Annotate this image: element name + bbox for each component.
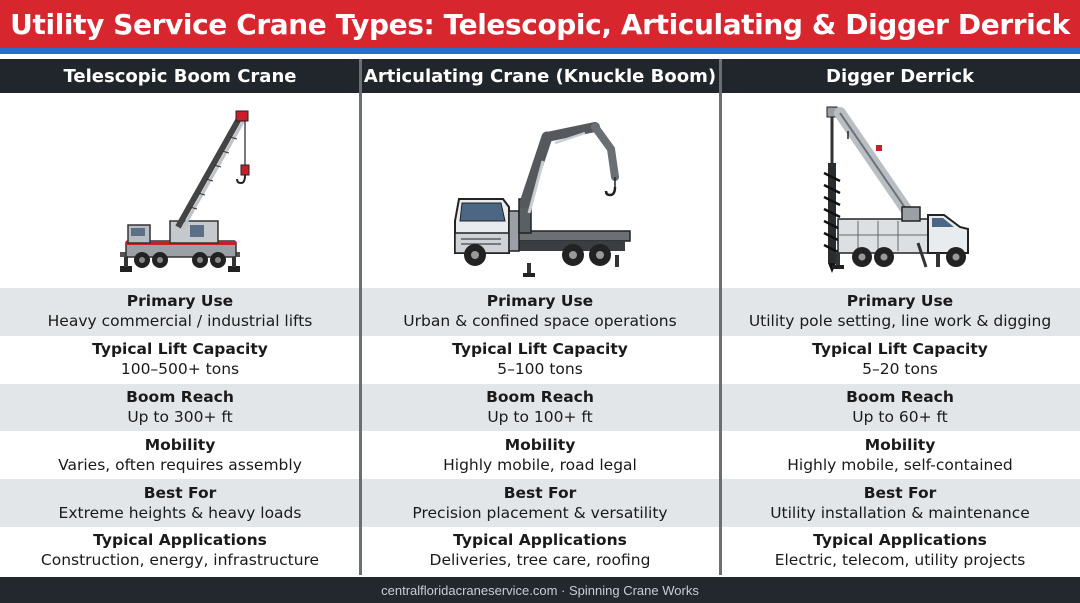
row-label: Best For — [863, 483, 937, 502]
row-label: Boom Reach — [846, 387, 954, 406]
row-label: Boom Reach — [126, 387, 234, 406]
row-label: Primary Use — [486, 292, 594, 311]
row-primary-use: Primary Use Heavy commercial / industria… — [0, 288, 360, 336]
row-label: Best For — [503, 483, 577, 502]
row-primary-use: Primary Use Utility pole setting, line w… — [720, 288, 1080, 336]
row-mobility: Mobility Highly mobile, self-contained — [720, 431, 1080, 480]
row-label: Typical Applications — [453, 531, 627, 550]
row-value: Electric, telecom, utility projects — [774, 551, 1026, 570]
column-heading: Telescopic Boom Crane — [0, 59, 360, 93]
row-best-for: Best For Utility installation & maintena… — [720, 479, 1080, 527]
row-value: Highly mobile, self-contained — [787, 455, 1013, 474]
column-heading: Articulating Crane (Knuckle Boom) — [360, 59, 720, 93]
row-value: Heavy commercial / industrial lifts — [47, 312, 313, 331]
row-lift-capacity: Typical Lift Capacity 100–500+ tons — [0, 335, 360, 384]
row-label: Typical Lift Capacity — [452, 340, 628, 359]
row-value: Construction, energy, infrastructure — [40, 551, 320, 570]
row-value: 100–500+ tons — [120, 360, 240, 379]
column-divider — [719, 59, 722, 575]
row-lift-capacity: Typical Lift Capacity 5–100 tons — [360, 335, 720, 384]
telescopic-crane-icon — [0, 93, 360, 288]
row-label: Typical Lift Capacity — [812, 340, 988, 359]
footer-credit: centralfloridacraneservice.com · Spinnin… — [0, 577, 1080, 603]
title-spacer — [0, 54, 1080, 59]
row-value: Utility installation & maintenance — [770, 503, 1030, 522]
digger-derrick-truck-icon — [720, 93, 1080, 288]
row-label: Best For — [143, 483, 217, 502]
row-label: Primary Use — [126, 292, 234, 311]
row-label: Mobility — [144, 435, 216, 454]
row-lift-capacity: Typical Lift Capacity 5–20 tons — [720, 335, 1080, 384]
row-boom-reach: Boom Reach Up to 300+ ft — [0, 383, 360, 432]
comparison-table: Telescopic Boom Crane — [0, 59, 1080, 575]
page-title: Utility Service Crane Types: Telescopic,… — [10, 7, 1070, 41]
row-primary-use: Primary Use Urban & confined space opera… — [360, 288, 720, 336]
row-label: Typical Applications — [93, 531, 267, 550]
column-divider — [359, 59, 362, 575]
row-mobility: Mobility Varies, often requires assembly — [0, 431, 360, 480]
column-articulating: Articulating Crane (Knuckle Boom) — [360, 59, 720, 575]
row-value: Highly mobile, road legal — [443, 455, 637, 474]
row-label: Boom Reach — [486, 387, 594, 406]
title-accent-stripe — [0, 48, 1080, 54]
row-value: 5–20 tons — [862, 360, 938, 379]
row-value: Up to 100+ ft — [487, 407, 593, 426]
row-boom-reach: Boom Reach Up to 100+ ft — [360, 383, 720, 432]
row-value: 5–100 tons — [497, 360, 583, 379]
row-value: Up to 60+ ft — [852, 407, 948, 426]
column-heading: Digger Derrick — [720, 59, 1080, 93]
row-best-for: Best For Precision placement & versatili… — [360, 479, 720, 527]
row-label: Primary Use — [846, 292, 954, 311]
row-label: Typical Applications — [813, 531, 987, 550]
row-value: Up to 300+ ft — [127, 407, 233, 426]
row-applications: Typical Applications Electric, telecom, … — [720, 526, 1080, 575]
row-value: Utility pole setting, line work & diggin… — [748, 312, 1052, 331]
row-value: Precision placement & versatility — [412, 503, 668, 522]
title-banner: Utility Service Crane Types: Telescopic,… — [0, 0, 1080, 48]
row-label: Typical Lift Capacity — [92, 340, 268, 359]
row-label: Mobility — [504, 435, 576, 454]
row-boom-reach: Boom Reach Up to 60+ ft — [720, 383, 1080, 432]
row-value: Extreme heights & heavy loads — [58, 503, 302, 522]
row-value: Varies, often requires assembly — [58, 455, 302, 474]
row-label: Mobility — [864, 435, 936, 454]
row-applications: Typical Applications Deliveries, tree ca… — [360, 526, 720, 575]
row-value: Urban & confined space operations — [403, 312, 677, 331]
row-applications: Typical Applications Construction, energ… — [0, 526, 360, 575]
row-best-for: Best For Extreme heights & heavy loads — [0, 479, 360, 527]
column-digger-derrick: Digger Derrick — [720, 59, 1080, 575]
column-telescopic: Telescopic Boom Crane — [0, 59, 360, 575]
knuckle-boom-truck-icon — [360, 93, 720, 288]
row-value: Deliveries, tree care, roofing — [429, 551, 651, 570]
row-mobility: Mobility Highly mobile, road legal — [360, 431, 720, 480]
